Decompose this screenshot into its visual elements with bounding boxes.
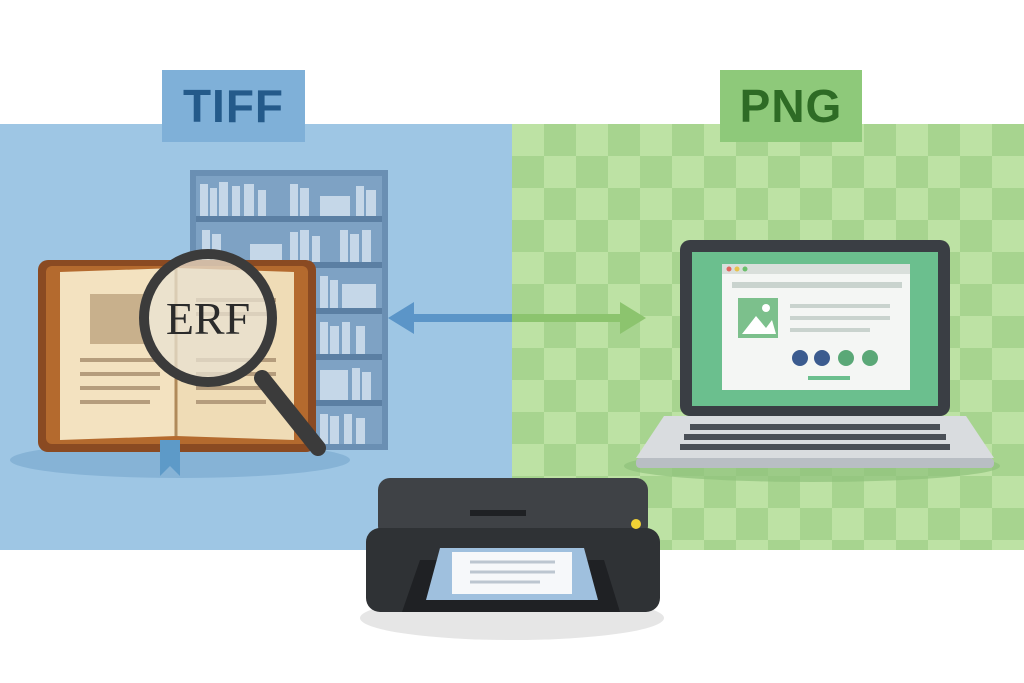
png-label: PNG bbox=[720, 70, 862, 142]
image-icon bbox=[738, 298, 778, 338]
facebook-icon bbox=[792, 350, 808, 366]
share-icon bbox=[838, 350, 854, 366]
instagram-icon bbox=[862, 350, 878, 366]
magnifier-text: ERF bbox=[166, 293, 250, 344]
laptop-icon bbox=[624, 240, 1000, 482]
tiff-label: TIFF bbox=[162, 70, 305, 142]
magnifying-glass-icon bbox=[139, 249, 326, 456]
printer-icon bbox=[360, 478, 664, 640]
twitter-icon bbox=[814, 350, 830, 366]
double-arrow-icon bbox=[388, 302, 646, 334]
